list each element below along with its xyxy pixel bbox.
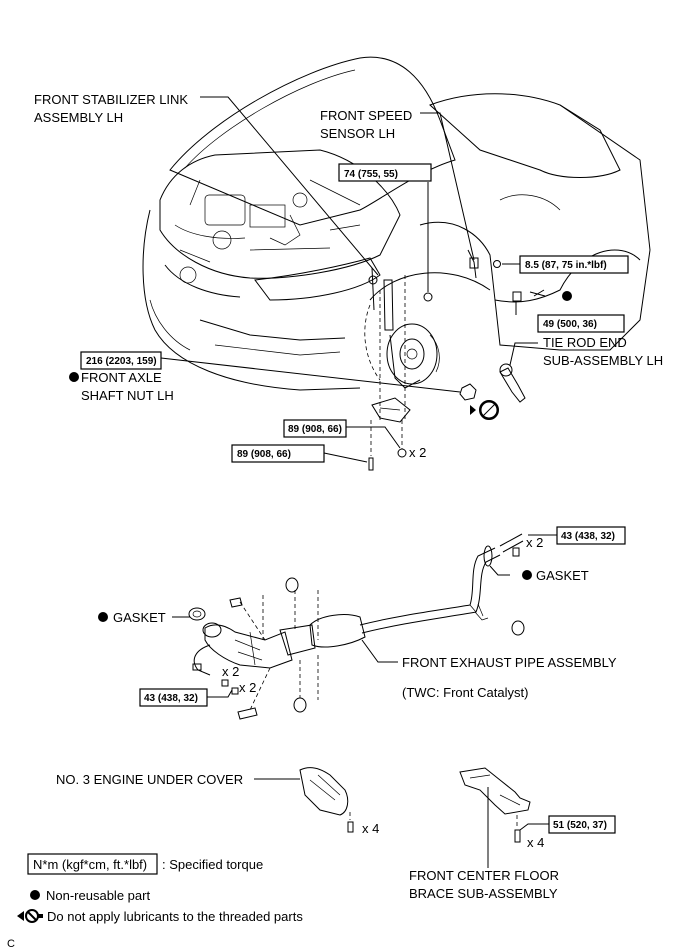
floor-brace-label-line1: FRONT CENTER FLOOR bbox=[409, 868, 559, 883]
speed-sensor-label-line2: SENSOR LH bbox=[320, 126, 395, 141]
no-lubricant-icon bbox=[470, 400, 499, 420]
non-reusable-icon bbox=[522, 570, 532, 580]
torque-box-51: 51 (520, 37) bbox=[548, 815, 616, 834]
top-leader-lines bbox=[160, 96, 538, 463]
figure-code: C bbox=[7, 938, 15, 950]
legend-no-lube-icon bbox=[17, 909, 43, 923]
legend-torque-desc: : Specified torque bbox=[162, 857, 263, 872]
torque-box-43a: 43 (438, 32) bbox=[556, 526, 626, 545]
torque-43b-text: 43 (438, 32) bbox=[144, 693, 198, 704]
qty-cat-b: x 2 bbox=[239, 680, 256, 695]
exhaust-illustration bbox=[188, 533, 525, 720]
under-cover-illustration bbox=[254, 767, 354, 833]
torque-51-text: 51 (520, 37) bbox=[553, 820, 607, 831]
non-reusable-icon bbox=[98, 612, 108, 622]
stab-link-label-line1: FRONT STABILIZER LINK bbox=[34, 92, 188, 107]
axle-nut-label-line2: SHAFT NUT LH bbox=[81, 388, 174, 403]
torque-box-216: 216 (2203, 159) bbox=[80, 351, 162, 370]
torque-85-text: 8.5 (87, 75 in.*lbf) bbox=[525, 260, 607, 271]
under-cover-label: NO. 3 ENGINE UNDER COVER bbox=[56, 772, 243, 787]
twc-note-label: (TWC: Front Catalyst) bbox=[402, 685, 528, 700]
tie-rod-label-line1: TIE ROD END bbox=[543, 335, 627, 350]
exhaust-leader-lines bbox=[172, 534, 557, 698]
speed-sensor-label-line1: FRONT SPEED bbox=[320, 108, 412, 123]
legend-no-lube-text: Do not apply lubricants to the threaded … bbox=[47, 909, 303, 924]
qty-pipe-top: x 2 bbox=[526, 535, 543, 550]
torque-box-49: 49 (500, 36) bbox=[537, 314, 625, 333]
non-reusable-icon bbox=[69, 372, 79, 382]
legend-non-reusable-text: Non-reusable part bbox=[46, 888, 150, 903]
gasket-right-label: GASKET bbox=[536, 568, 589, 583]
legend-torque-unit: N*m (kgf*cm, ft.*lbf) bbox=[33, 857, 147, 872]
non-reusable-icon bbox=[562, 291, 572, 301]
exhaust-pipe-label: FRONT EXHAUST PIPE ASSEMBLY bbox=[402, 655, 617, 670]
torque-216-text: 216 (2203, 159) bbox=[86, 356, 157, 367]
legend-non-reusable-icon bbox=[30, 890, 40, 900]
torque-89a-text: 89 (908, 66) bbox=[288, 424, 342, 435]
axle-nut-label-line1: FRONT AXLE bbox=[81, 370, 162, 385]
torque-89b-text: 89 (908, 66) bbox=[237, 449, 291, 460]
qty-brace: x 4 bbox=[527, 835, 544, 850]
vehicle-front-illustration bbox=[142, 56, 651, 471]
qty-cover: x 4 bbox=[362, 821, 379, 836]
stab-link-label-line2: ASSEMBLY LH bbox=[34, 110, 123, 125]
torque-74-text: 74 (755, 55) bbox=[344, 169, 398, 180]
qty-nut-89: x 2 bbox=[409, 445, 426, 460]
gasket-left-label: GASKET bbox=[113, 610, 166, 625]
torque-49-text: 49 (500, 36) bbox=[543, 319, 597, 330]
legend: N*m (kgf*cm, ft.*lbf) : Specified torque… bbox=[7, 853, 303, 950]
torque-box-74: 74 (755, 55) bbox=[338, 163, 432, 182]
torque-box-89b: 89 (908, 66) bbox=[231, 444, 325, 463]
torque-box-85: 8.5 (87, 75 in.*lbf) bbox=[519, 255, 629, 274]
floor-brace-illustration bbox=[459, 767, 549, 868]
torque-box-43b: 43 (438, 32) bbox=[139, 688, 208, 707]
tie-rod-label-line2: SUB-ASSEMBLY LH bbox=[543, 353, 663, 368]
torque-box-89a: 89 (908, 66) bbox=[283, 419, 347, 438]
qty-cat-a: x 2 bbox=[222, 664, 239, 679]
legend-torque-box bbox=[27, 853, 158, 875]
torque-43a-text: 43 (438, 32) bbox=[561, 531, 615, 542]
floor-brace-label-line2: BRACE SUB-ASSEMBLY bbox=[409, 886, 558, 901]
